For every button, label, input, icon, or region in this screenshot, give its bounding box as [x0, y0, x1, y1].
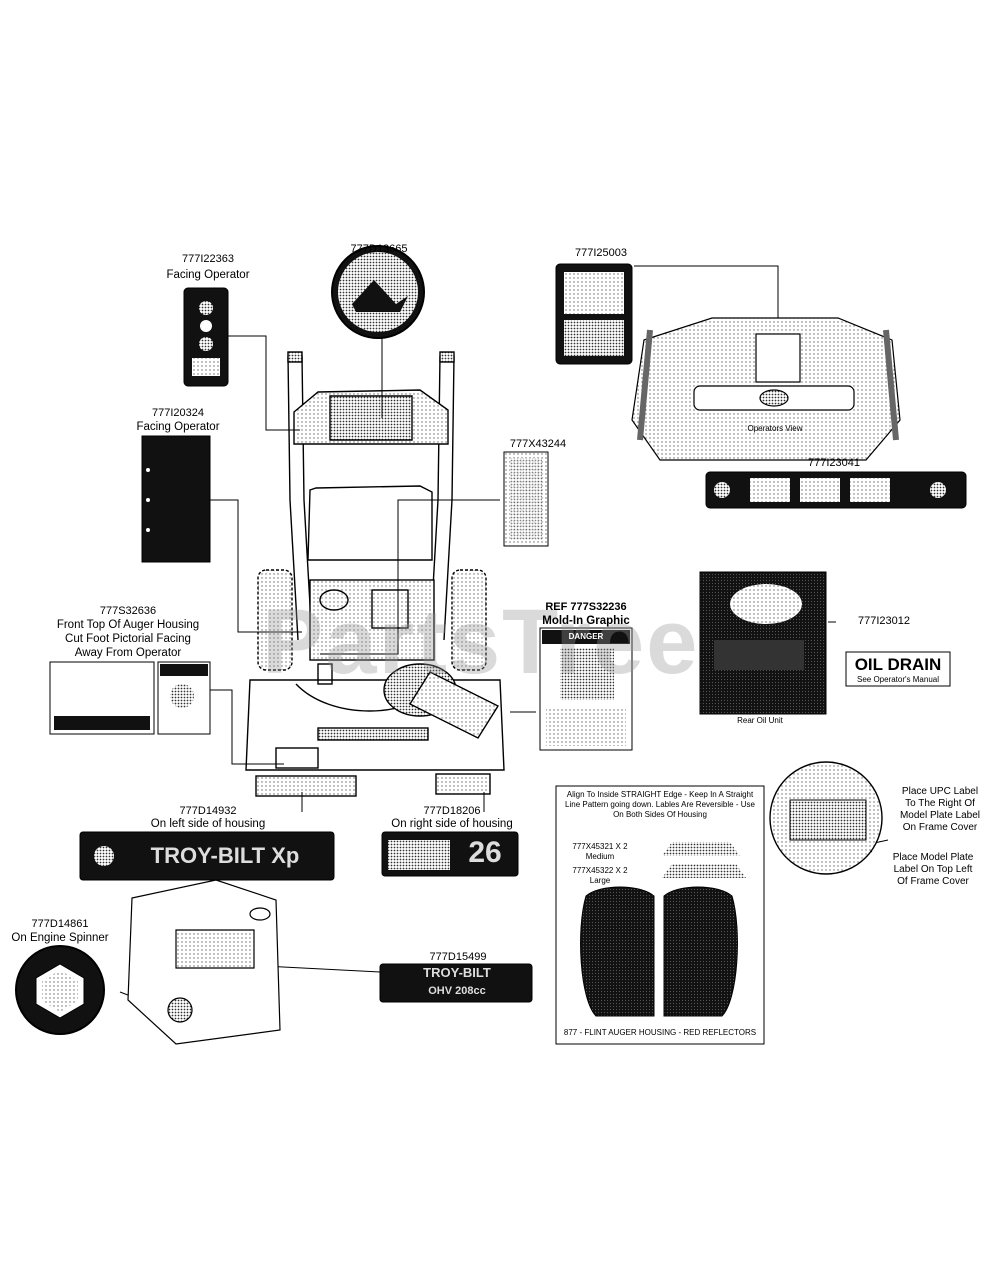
watermark: PartsTree — [262, 591, 700, 693]
label-see-operators-manual: See Operator's Manual — [856, 675, 939, 684]
operators-view-dashboard — [631, 317, 901, 461]
part-number-ref-777S32236: REF 777S32236 — [545, 601, 627, 613]
part-number-777I22363: 777I22363 — [182, 253, 234, 265]
label-away-from-operator: Away From Operator — [74, 647, 182, 659]
part-number-777D14861: 777D14861 — [31, 918, 89, 930]
frame-cover-view — [769, 761, 883, 875]
decal-777D14932 — [79, 831, 335, 881]
part-number-777S32636: 777S32636 — [99, 605, 157, 617]
decal-777S32236-danger — [539, 627, 633, 751]
label-flint-auger-housing: 877 - FLINT AUGER HOUSING - RED REFLECTO… — [563, 1028, 757, 1037]
part-number-777I25003: 777I25003 — [575, 247, 627, 259]
decal-777D14861 — [15, 945, 105, 1035]
xp-text: Xp — [271, 843, 300, 868]
engine-sketch — [127, 879, 281, 1045]
label-facing-operator-2: Facing Operator — [136, 421, 220, 433]
label-medium-reflector: 777X45321 X 2 Medium — [572, 842, 628, 861]
label-on-left-side-housing: On left side of housing — [150, 818, 266, 830]
decal-text-troy-bilt-xp: TROY-BILT Xp — [130, 844, 320, 868]
upc-note-line-2: To The Right Of — [905, 798, 975, 809]
label-mold-in-graphic: Mold-In Graphic — [542, 615, 630, 627]
snowblower-body — [245, 351, 505, 797]
upc-note-line-4: On Frame Cover — [902, 822, 978, 833]
decal-text-troy-bilt-2: TROY-BILT — [423, 965, 491, 980]
reflector-panel — [555, 785, 765, 1045]
part-number-777I20324: 777I20324 — [152, 407, 204, 419]
decal-777D15499 — [379, 963, 533, 1003]
label-on-engine-spinner: On Engine Spinner — [11, 932, 109, 944]
upc-note-line-1: Place UPC Label — [901, 786, 979, 797]
label-cut-foot-pictorial: Cut Foot Pictorial Facing — [65, 633, 191, 645]
rear-oil-unit-photo — [699, 571, 951, 715]
part-number-777D18206: 777D18206 — [423, 805, 481, 817]
upc-note-line-3: Model Plate Label — [899, 810, 981, 821]
label-rear-oil-unit: Rear Oil Unit — [737, 716, 783, 725]
decal-777D13665 — [331, 245, 425, 339]
decal-777X43244 — [503, 451, 549, 547]
decal-text-26: 26 — [468, 836, 502, 869]
part-number-777D13665: 777D13665 — [350, 243, 408, 255]
model-note-line-1: Place Model Plate — [892, 852, 974, 863]
decal-777I25003 — [555, 263, 633, 365]
label-danger: DANGER — [568, 632, 604, 641]
part-number-777I23041: 777I23041 — [808, 457, 860, 469]
part-number-777I23012: 777I23012 — [858, 615, 910, 627]
align-note-line-2: Line Pattern going down. Lables Are Reve… — [565, 800, 755, 809]
label-facing-operator-1: Facing Operator — [166, 269, 250, 281]
model-note-line-2: Label On Top Left — [893, 864, 973, 875]
part-number-777X43244: 777X43244 — [509, 438, 567, 450]
label-front-top-auger-housing: Front Top Of Auger Housing — [56, 619, 200, 631]
decal-777I22363 — [183, 287, 229, 387]
align-note-line-3: On Both Sides Of Housing — [613, 810, 707, 819]
label-operators-view: Operators View — [747, 424, 803, 433]
decal-777I23041 — [705, 471, 967, 509]
decal-777D18206 — [381, 831, 519, 877]
part-number-777D15499: 777D15499 — [429, 951, 487, 963]
troy-bilt-text: TROY-BILT — [150, 843, 266, 868]
label-large-reflector: 777X45322 X 2 Large — [572, 866, 628, 885]
decal-777S32636 — [49, 661, 211, 735]
align-note-line-1: Align To Inside STRAIGHT Edge - Keep In … — [566, 790, 754, 799]
decal-777I20324 — [141, 435, 211, 563]
decal-text-ohv: OHV 208cc — [428, 985, 486, 997]
part-number-777D14932: 777D14932 — [179, 805, 237, 817]
model-note-line-3: Of Frame Cover — [897, 876, 969, 887]
label-on-right-side-housing: On right side of housing — [391, 818, 513, 830]
label-oil-drain: OIL DRAIN — [854, 655, 942, 674]
